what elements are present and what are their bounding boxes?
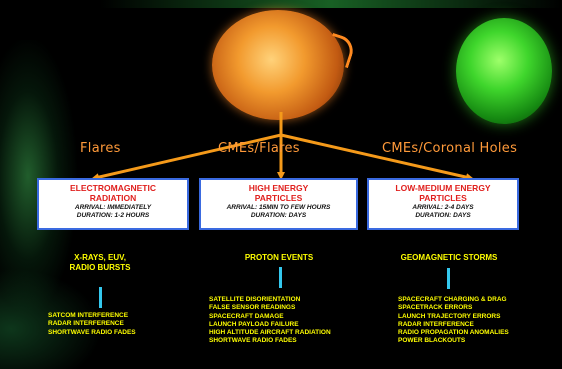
impact-item: SPACETRACK ERRORS bbox=[398, 304, 509, 312]
box-low-medium-energy-particles: LOW-MEDIUM ENERGY PARTICLES ARRIVAL: 2-4… bbox=[367, 178, 519, 230]
box-arrival: ARRIVAL: IMMEDIATELY bbox=[39, 204, 187, 212]
effect-xrays-euv-radio: X-RAYS, EUV, RADIO BURSTS bbox=[40, 253, 160, 273]
effect-proton-events: PROTON EVENTS bbox=[204, 253, 354, 263]
box-duration: DURATION: DAYS bbox=[201, 212, 356, 220]
box-title-line: PARTICLES bbox=[201, 193, 356, 203]
impact-item: SATELLITE DISORIENTATION bbox=[209, 296, 331, 304]
box-title-line: ELECTROMAGNETIC bbox=[39, 183, 187, 193]
impact-item: SHORTWAVE RADIO FADES bbox=[209, 337, 331, 345]
impact-item: HIGH ALTITUDE AIRCRAFT RADIATION bbox=[209, 329, 331, 337]
impact-item: LAUNCH TRAJECTORY ERRORS bbox=[398, 313, 509, 321]
box-title-line: RADIATION bbox=[39, 193, 187, 203]
box-arrival: ARRIVAL: 2-4 DAYS bbox=[369, 204, 517, 212]
impact-item: RADIO PROPAGATION ANOMALIES bbox=[398, 329, 509, 337]
effect-line: PROTON EVENTS bbox=[204, 253, 354, 263]
box-title-line: HIGH ENERGY bbox=[201, 183, 356, 193]
connector-bar bbox=[99, 287, 102, 308]
source-label-cmes-coronal-holes: CMEs/Coronal Holes bbox=[382, 141, 517, 156]
impact-item: SHORTWAVE RADIO FADES bbox=[48, 329, 136, 337]
connector-bar bbox=[447, 268, 450, 289]
effect-line: RADIO BURSTS bbox=[40, 263, 160, 273]
effect-line: X-RAYS, EUV, bbox=[40, 253, 160, 263]
box-arrival: ARRIVAL: 15MIN TO FEW HOURS bbox=[201, 204, 356, 212]
source-label-flares: Flares bbox=[80, 141, 121, 156]
impact-item: RADAR INTERFERENCE bbox=[398, 321, 509, 329]
source-label-cmes-flares: CMEs/Flares bbox=[218, 141, 300, 156]
effect-geomagnetic-storms: GEOMAGNETIC STORMS bbox=[374, 253, 524, 263]
impact-list-high-energy: SATELLITE DISORIENTATION FALSE SENSOR RE… bbox=[209, 296, 331, 346]
impact-item: POWER BLACKOUTS bbox=[398, 337, 509, 345]
impact-item: LAUNCH PAYLOAD FAILURE bbox=[209, 321, 331, 329]
impact-item: SPACECRAFT CHARGING & DRAG bbox=[398, 296, 509, 304]
impact-item: SPACECRAFT DAMAGE bbox=[209, 313, 331, 321]
impact-item: RADAR INTERFERENCE bbox=[48, 320, 136, 328]
impact-list-low-medium: SPACECRAFT CHARGING & DRAG SPACETRACK ER… bbox=[398, 296, 509, 346]
effect-line: GEOMAGNETIC STORMS bbox=[374, 253, 524, 263]
connector-bar bbox=[279, 267, 282, 288]
box-title-line: LOW-MEDIUM ENERGY bbox=[369, 183, 517, 193]
impact-item: SATCOM INTERFERENCE bbox=[48, 312, 136, 320]
impact-list-electromagnetic: SATCOM INTERFERENCE RADAR INTERFERENCE S… bbox=[48, 312, 136, 337]
box-high-energy-particles: HIGH ENERGY PARTICLES ARRIVAL: 15MIN TO … bbox=[199, 178, 358, 230]
box-electromagnetic-radiation: ELECTROMAGNETIC RADIATION ARRIVAL: IMMED… bbox=[37, 178, 189, 230]
impact-item: FALSE SENSOR READINGS bbox=[209, 304, 331, 312]
box-title-line: PARTICLES bbox=[369, 193, 517, 203]
box-duration: DURATION: DAYS bbox=[369, 212, 517, 220]
box-duration: DURATION: 1-2 HOURS bbox=[39, 212, 187, 220]
